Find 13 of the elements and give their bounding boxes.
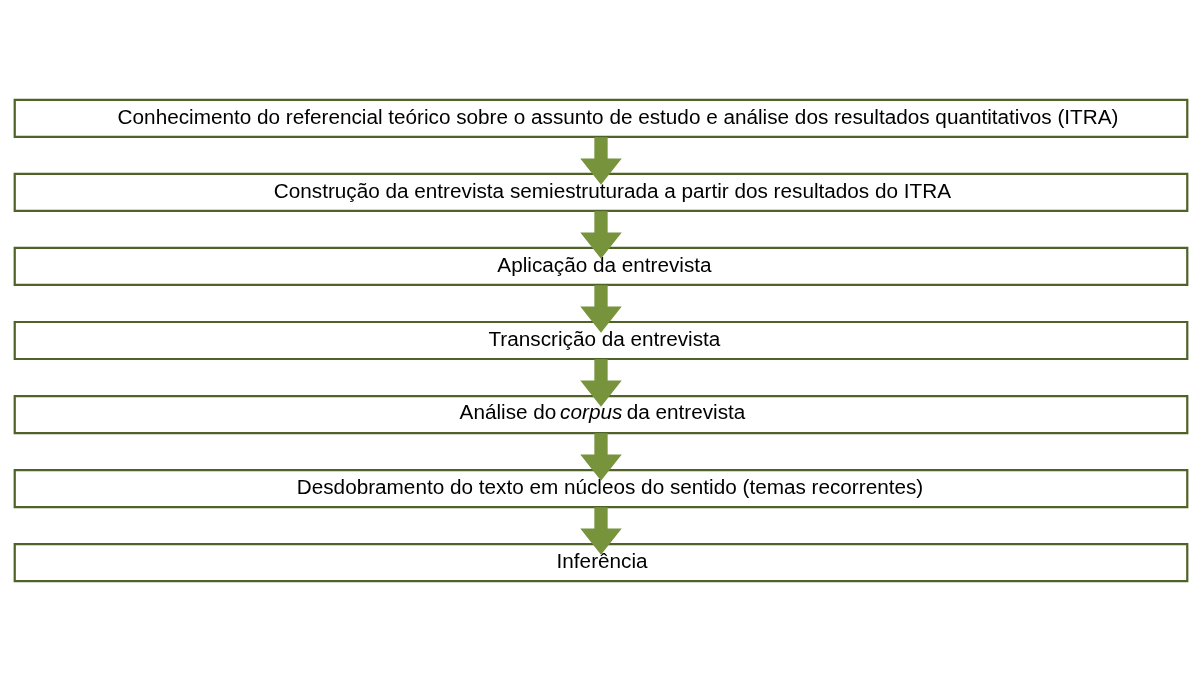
arrow xyxy=(580,433,622,481)
node-box: Análise do corpus da entrevista xyxy=(13,394,1189,435)
arrow xyxy=(580,285,622,333)
node-box: Aplicação da entrevista xyxy=(13,246,1189,287)
arrow xyxy=(580,507,622,555)
node-box: Desdobramento do texto em núcleos do sentido (temas recorrentes) xyxy=(13,468,1189,509)
node-box: Inferência xyxy=(13,542,1189,583)
node-box: Transcrição da entrevista xyxy=(13,320,1189,361)
arrow xyxy=(580,359,622,407)
node-box: Construção da entrevista semiestruturada a partir dos resultados do ITRA xyxy=(13,172,1189,213)
arrow xyxy=(580,211,622,259)
node-box: Conhecimento do referencial teórico sobre o assunto de estudo e análise dos resultados quantitativos (ITRA) xyxy=(13,98,1189,139)
arrow xyxy=(580,137,622,185)
